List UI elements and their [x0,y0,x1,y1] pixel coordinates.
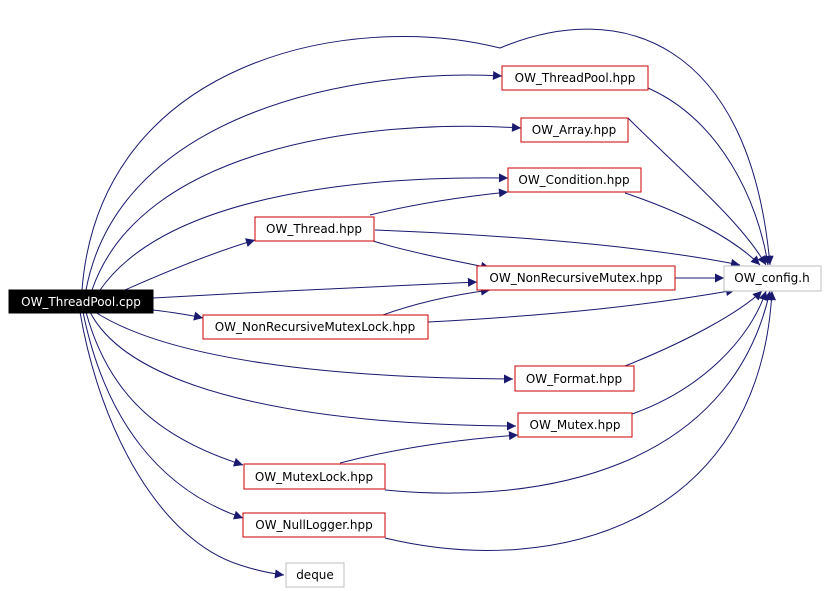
node-ow-config-h[interactable]: OW_config.h [723,265,822,292]
node-ow-thread-hpp[interactable]: OW_Thread.hpp [254,216,375,242]
node-label: OW_Mutex.hpp [530,418,621,432]
edge-thread-condition [369,188,509,216]
edge-root-config [81,28,774,291]
edge-root-nulllogger [82,311,244,520]
node-ow-format-hpp[interactable]: OW_Format.hpp [514,365,635,392]
edge-format-config [624,290,763,367]
node-ow-threadpool-cpp[interactable]: OW_ThreadPool.cpp [8,289,154,314]
node-ow-mutex-hpp[interactable]: OW_Mutex.hpp [517,412,633,438]
edge-mutexlock-config [384,290,773,494]
edge-root-nrmutex [152,277,478,299]
node-label: OW_ThreadPool.hpp [515,71,636,85]
node-ow-nonrecursivemutex-hpp[interactable]: OW_NonRecursiveMutex.hpp [476,265,676,291]
edge-threadpool-hpp-config [647,87,772,266]
edge-root-deque [79,311,285,579]
node-label: OW_Condition.hpp [518,173,629,187]
node-ow-array-hpp[interactable]: OW_Array.hpp [520,117,629,143]
node-label: OW_Array.hpp [532,123,617,137]
edge-thread-config [374,229,741,268]
edge-array-config [627,117,767,266]
edge-root-thread [124,238,256,291]
node-label: OW_Thread.hpp [266,222,362,236]
node-ow-condition-hpp[interactable]: OW_Condition.hpp [507,167,642,193]
edge-mutex-config [631,290,768,415]
edge-nrmutexlock-config [427,287,736,323]
edge-root-threadpool-hpp [85,71,503,291]
edge-thread-nrmutex [369,239,491,271]
edge-root-condition [99,173,509,291]
edge-root-format [94,311,514,384]
node-ow-nulllogger-hpp[interactable]: OW_NullLogger.hpp [242,512,386,538]
node-label: OW_NullLogger.hpp [255,518,372,532]
node-label: OW_config.h [734,271,809,285]
node-ow-threadpool-hpp[interactable]: OW_ThreadPool.hpp [501,65,649,91]
node-ow-nonrecursivemutexlock-hpp[interactable]: OW_NonRecursiveMutexLock.hpp [202,314,429,340]
edge-condition-config [624,192,761,266]
edge-nrmutexlock-nrmutex [379,286,491,317]
edge-mutexlock-mutex [339,431,519,464]
node-label: OW_ThreadPool.cpp [21,295,141,309]
node-deque[interactable]: deque [285,562,345,588]
edge-root-array [91,122,522,291]
edge-root-nrmutexlock [152,309,204,321]
node-label: OW_Format.hpp [526,372,622,386]
edge-root-mutexlock [85,311,244,467]
node-label: OW_NonRecursiveMutex.hpp [489,271,662,285]
edge-nulllogger-config [384,290,777,551]
node-label: deque [296,568,334,582]
node-label: OW_NonRecursiveMutexLock.hpp [215,320,416,334]
edge-root-mutex [89,311,517,431]
node-label: OW_MutexLock.hpp [255,470,373,484]
node-ow-mutexlock-hpp[interactable]: OW_MutexLock.hpp [243,463,386,490]
